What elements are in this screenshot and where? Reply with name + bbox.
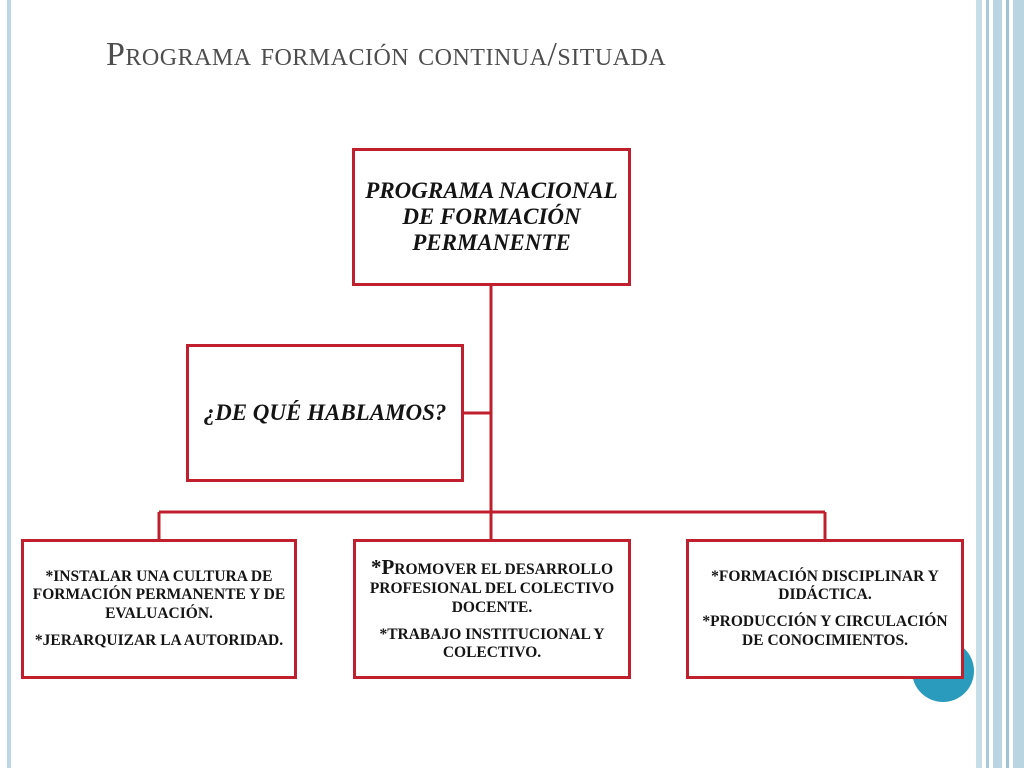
root-node: PROGRAMA NACIONAL DE FORMACIÓN PERMANENT… [352,148,631,286]
child-node-1: *INSTALAR UNA CULTURA DE FORMACIÓN PERMA… [21,539,297,679]
child-node-2: *PROMOVER EL DESARROLLO PROFESIONAL DEL … [353,539,631,679]
left-border-rule [7,0,11,768]
assistant-node: ¿DE QUÉ HABLAMOS? [186,344,464,482]
child-1-line-1: *INSTALAR UNA CULTURA DE FORMACIÓN PERMA… [32,567,286,622]
child-2-line-2: *TRABAJO INSTITUCIONAL Y COLECTIVO. [379,625,605,662]
child-1-line-2: *JERARQUIZAR LA AUTORIDAD. [34,631,284,649]
right-decorative-stripes [976,0,1024,768]
child-2-line-1: *PROMOVER EL DESARROLLO PROFESIONAL DEL … [369,555,615,616]
child-node-3: *FORMACIÓN DISCIPLINAR Y DIDÁCTICA. *PRO… [686,539,964,679]
slide-title: Programa formación continua/situada [106,36,667,73]
child-3-line-2: *PRODUCCIÓN Y CIRCULACIÓN DE CONOCIMIENT… [702,613,948,649]
child-3-line-1: *FORMACIÓN DISCIPLINAR Y DIDÁCTICA. [711,567,939,604]
root-node-label: PROGRAMA NACIONAL DE FORMACIÓN PERMANENT… [365,178,618,255]
assistant-node-label: ¿DE QUÉ HABLAMOS? [203,400,447,426]
